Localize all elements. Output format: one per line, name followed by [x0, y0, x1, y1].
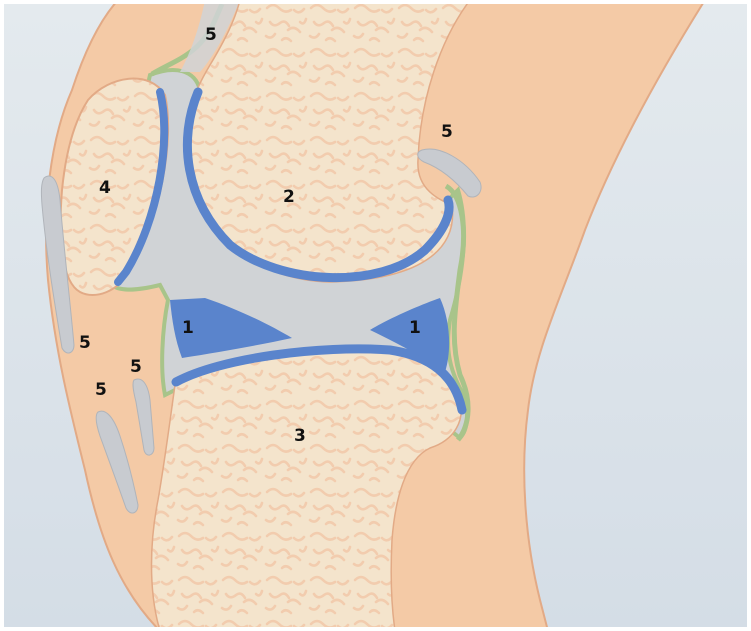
label-patella: 4: [99, 178, 111, 198]
label-meniscus-anterior: 1: [182, 318, 194, 338]
label-meniscus-posterior: 1: [409, 318, 421, 338]
label-bursa-top: 5: [205, 25, 217, 45]
label-femur: 2: [283, 187, 295, 207]
label-bursa-front-upper: 5: [79, 333, 91, 353]
label-bursa-front-lower: 5: [95, 380, 107, 400]
label-bursa-front-middle: 5: [130, 357, 142, 377]
label-bursa-back: 5: [441, 122, 453, 142]
label-tibia: 3: [294, 426, 306, 446]
